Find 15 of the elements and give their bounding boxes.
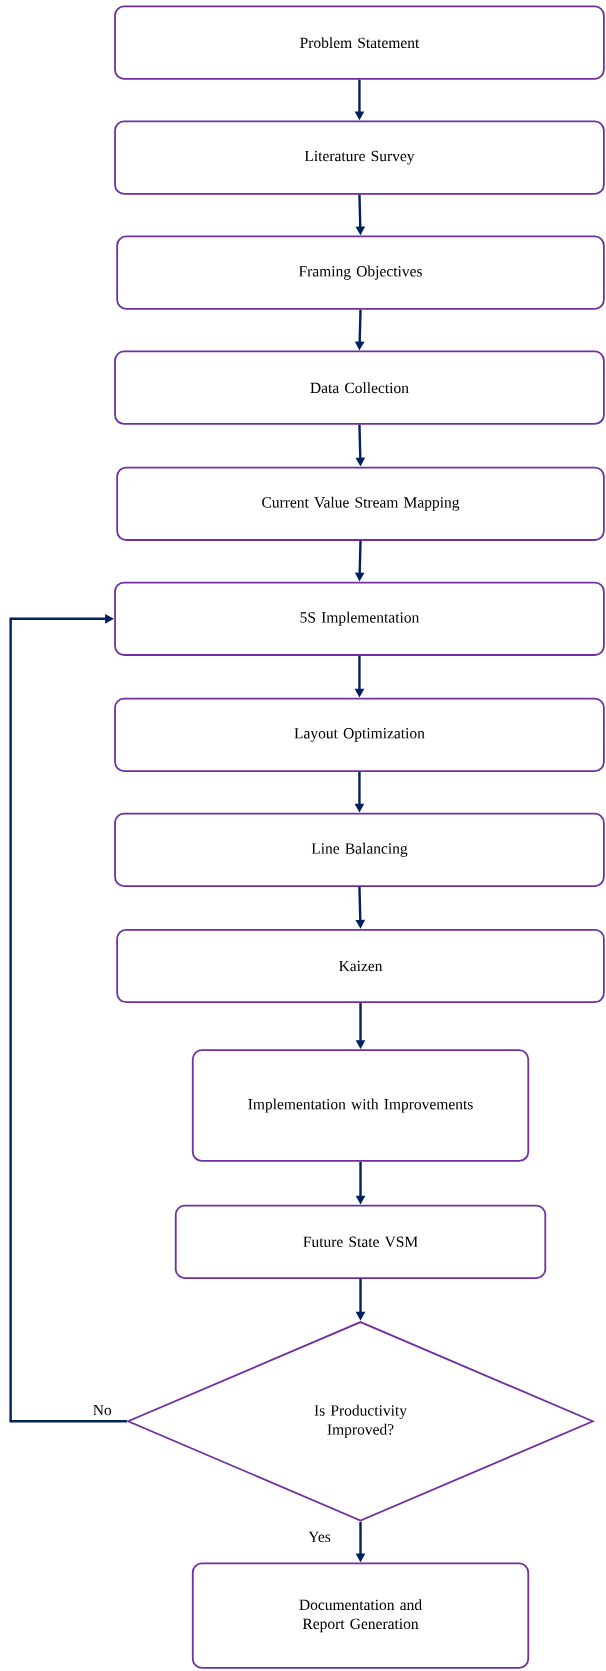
process-box: Implementation with Improvements [191,1049,530,1162]
process-box: Literature Survey [114,120,605,195]
process-box: Current Value Stream Mapping [116,466,605,541]
process-box: Line Balancing [114,812,605,887]
edge-label: No [91,1403,113,1417]
process-box: Problem Statement [114,5,605,80]
process-box: Kaizen [116,928,605,1004]
process-box: Future State VSM [174,1204,547,1279]
process-box: Framing Objectives [116,235,605,310]
process-box: Data Collection [114,350,605,425]
process-box: 5S Implementation [114,581,605,656]
process-box: Documentation and Report Generation [191,1562,530,1669]
edge-label: Yes [307,1530,332,1543]
process-box: Layout Optimization [114,697,605,772]
arrow [9,613,127,1423]
